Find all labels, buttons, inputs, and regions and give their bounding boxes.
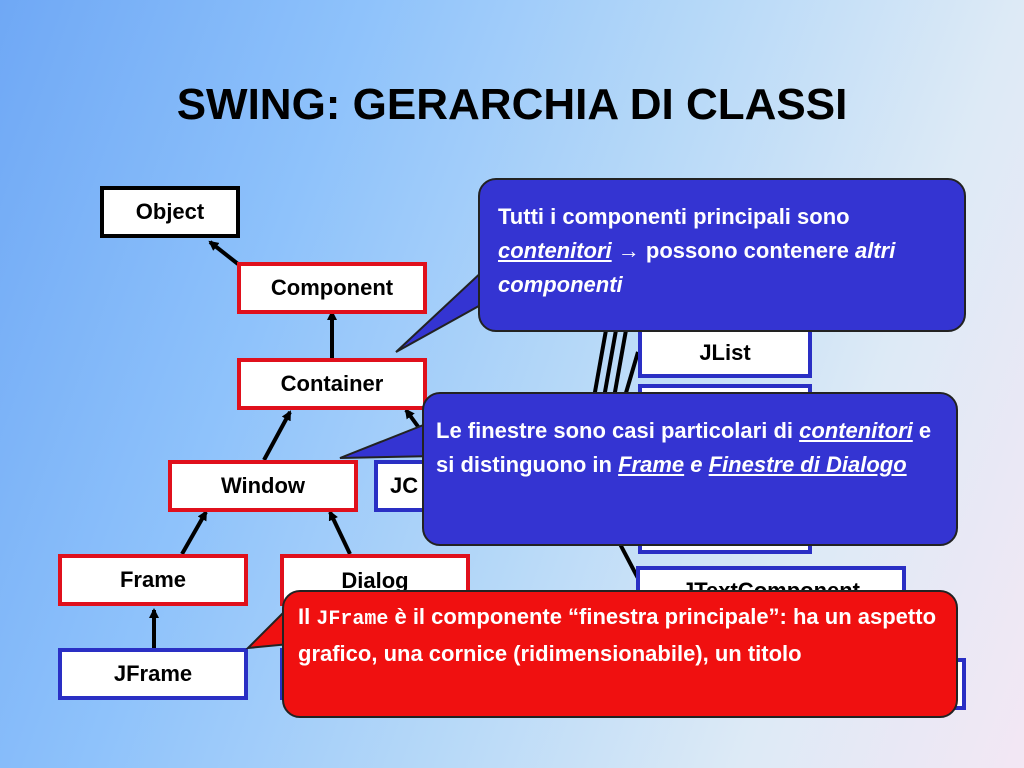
- callout-jframe-text-1: Il: [298, 604, 317, 629]
- node-container: Container: [237, 358, 427, 410]
- callout-windows: Le finestre sono casi particolari di con…: [422, 392, 958, 546]
- callout-containers-text-2: possono contenere: [645, 238, 855, 263]
- callout-tail-containers: [395, 265, 487, 353]
- callout-windows-emphasis-3: Finestre di Dialogo: [708, 452, 907, 477]
- arrow-component-object: [208, 240, 240, 266]
- node-object: Object: [100, 186, 240, 238]
- callout-jframe: Il JFrame è il componente “finestra prin…: [282, 590, 958, 718]
- callout-windows-emphasis-1: contenitori: [799, 418, 913, 443]
- node-window: Window: [168, 460, 358, 512]
- node-frame: Frame: [58, 554, 248, 606]
- callout-windows-emphasis-2: Frame: [618, 452, 685, 477]
- callout-windows-text-2: e si distinguono in: [436, 418, 932, 477]
- arrow-frame-window: [180, 510, 208, 555]
- callout-containers-emphasis-2: altri componenti: [498, 238, 896, 297]
- slide-title: SWING: GERARCHIA DI CLASSI: [176, 80, 848, 129]
- arrow-window-container: [262, 410, 292, 461]
- callout-containers-text-1: Tutti i componenti principali sono: [498, 204, 850, 229]
- callout-containers-emphasis-1: contenitori: [498, 238, 612, 263]
- arrow-dialog-window: [328, 510, 352, 555]
- callout-jframe-code: JFrame: [316, 608, 389, 631]
- callout-windows-text-1: Le finestre sono casi particolari di: [436, 418, 800, 443]
- callout-windows-text-3: e: [684, 452, 709, 477]
- node-component: Component: [237, 262, 427, 314]
- callout-jframe-text-2: è il componente “finestra principale”: h…: [298, 604, 937, 666]
- callout-containers: Tutti i componenti principali sono conte…: [478, 178, 966, 332]
- node-jframe: JFrame: [58, 648, 248, 700]
- callout-containers-arrow: →: [611, 238, 646, 263]
